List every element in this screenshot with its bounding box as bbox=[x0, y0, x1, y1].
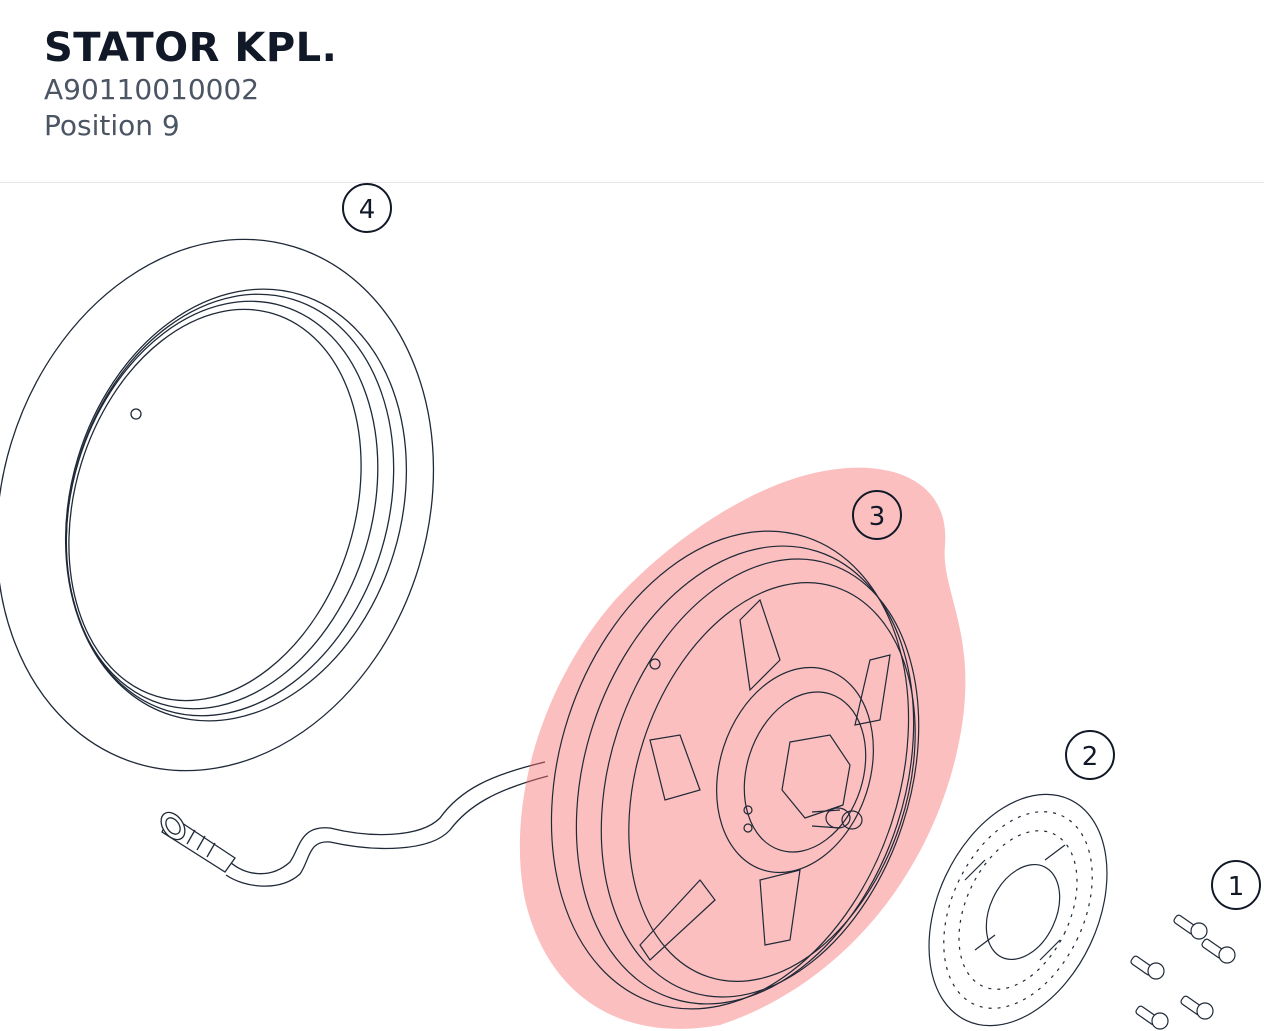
part-header: STATOR KPL. A90110010002 Position 9 bbox=[44, 24, 1224, 144]
part-title: STATOR KPL. bbox=[44, 25, 338, 71]
callout-label: 4 bbox=[359, 195, 376, 225]
bolt bbox=[1201, 938, 1236, 964]
tire-part[interactable] bbox=[0, 185, 498, 826]
exploded-view-diagram: 4 3 2 1 bbox=[0, 183, 1261, 1031]
bolt bbox=[1135, 1005, 1169, 1030]
connector-plug[interactable] bbox=[156, 808, 236, 873]
callout-3[interactable]: 3 bbox=[852, 490, 902, 540]
callout-4[interactable]: 4 bbox=[342, 183, 392, 233]
callout-2[interactable]: 2 bbox=[1065, 730, 1115, 780]
bolts-part[interactable] bbox=[1130, 914, 1236, 1030]
header-divider bbox=[0, 182, 1264, 183]
callout-label: 3 bbox=[869, 502, 886, 532]
highlight-region bbox=[519, 467, 966, 1029]
stator-wheel-highlighted[interactable] bbox=[493, 467, 973, 1031]
brake-disc-part[interactable] bbox=[894, 766, 1142, 1031]
callout-label: 2 bbox=[1082, 742, 1099, 772]
callout-1[interactable]: 1 bbox=[1211, 860, 1261, 910]
stator-cable[interactable] bbox=[225, 761, 549, 887]
part-number: A90110010002 bbox=[44, 73, 260, 106]
callout-label: 1 bbox=[1228, 872, 1245, 902]
part-position: Position 9 bbox=[44, 109, 180, 142]
bolt bbox=[1130, 955, 1165, 980]
bolt bbox=[1173, 914, 1208, 940]
bolt bbox=[1180, 995, 1214, 1020]
